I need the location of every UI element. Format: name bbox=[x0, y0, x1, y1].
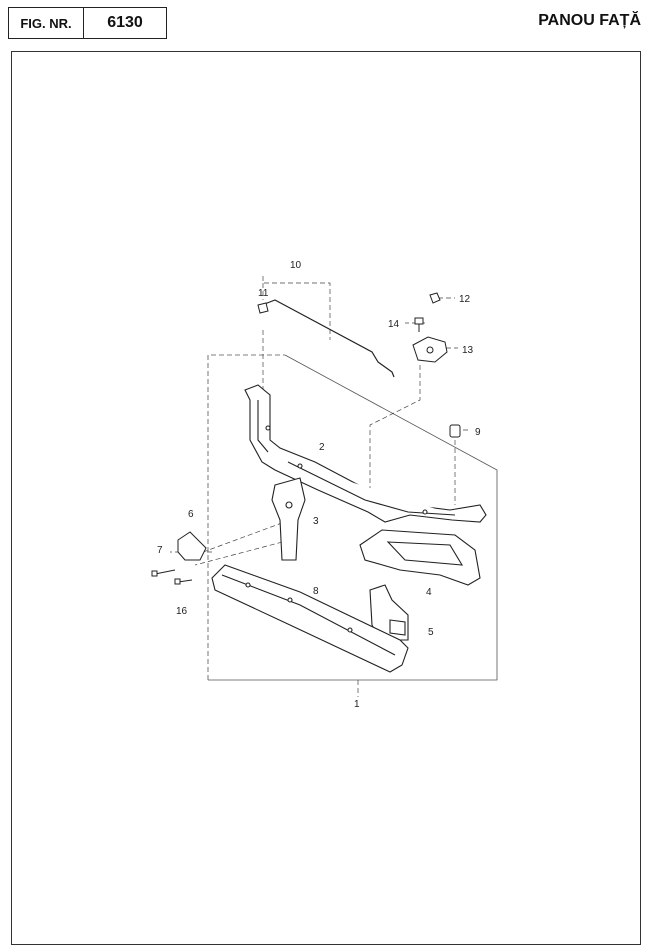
callout-10: 10 bbox=[290, 260, 302, 271]
lower-crossmember-part bbox=[211, 564, 409, 673]
figure-number-value: 6130 bbox=[107, 14, 143, 31]
callout-9: 9 bbox=[475, 427, 481, 438]
rod-clip-part bbox=[257, 302, 269, 314]
callout-2: 2 bbox=[319, 442, 325, 453]
lower-bolt-part bbox=[174, 578, 193, 585]
figure-number-box: FIG. NR. 6130 bbox=[8, 7, 167, 39]
callout-5: 5 bbox=[428, 627, 434, 638]
callout-3: 3 bbox=[313, 516, 319, 527]
callout-7: 7 bbox=[157, 545, 163, 556]
callout-16: 16 bbox=[176, 606, 188, 617]
callout-13: 13 bbox=[462, 345, 474, 356]
bracket-bolt-part bbox=[151, 569, 176, 577]
bumper-cap-part bbox=[449, 424, 461, 438]
callout-1: 1 bbox=[354, 699, 360, 710]
callout-8: 8 bbox=[313, 586, 319, 597]
latch-support-part bbox=[271, 477, 306, 561]
headlamp-bracket-part bbox=[359, 529, 481, 586]
figure-number-label: FIG. NR. bbox=[9, 8, 84, 38]
callout-6: 6 bbox=[188, 509, 194, 520]
upper-crossmember-part bbox=[244, 384, 487, 523]
callout-11: 11 bbox=[258, 288, 269, 299]
latch-nut-part bbox=[429, 292, 441, 304]
assembly-outline bbox=[207, 354, 498, 681]
hood-rod-part bbox=[261, 299, 395, 378]
diagram-frame bbox=[11, 51, 641, 945]
callout-4: 4 bbox=[426, 587, 432, 598]
callout-12: 12 bbox=[459, 294, 471, 305]
bracket-part bbox=[177, 531, 207, 561]
leader-lines bbox=[170, 276, 470, 697]
callout-14: 14 bbox=[388, 319, 400, 330]
page-title: PANOU FAȚĂ bbox=[538, 12, 641, 29]
latch-bolt-part bbox=[414, 317, 424, 332]
hood-latch-part bbox=[412, 336, 448, 363]
